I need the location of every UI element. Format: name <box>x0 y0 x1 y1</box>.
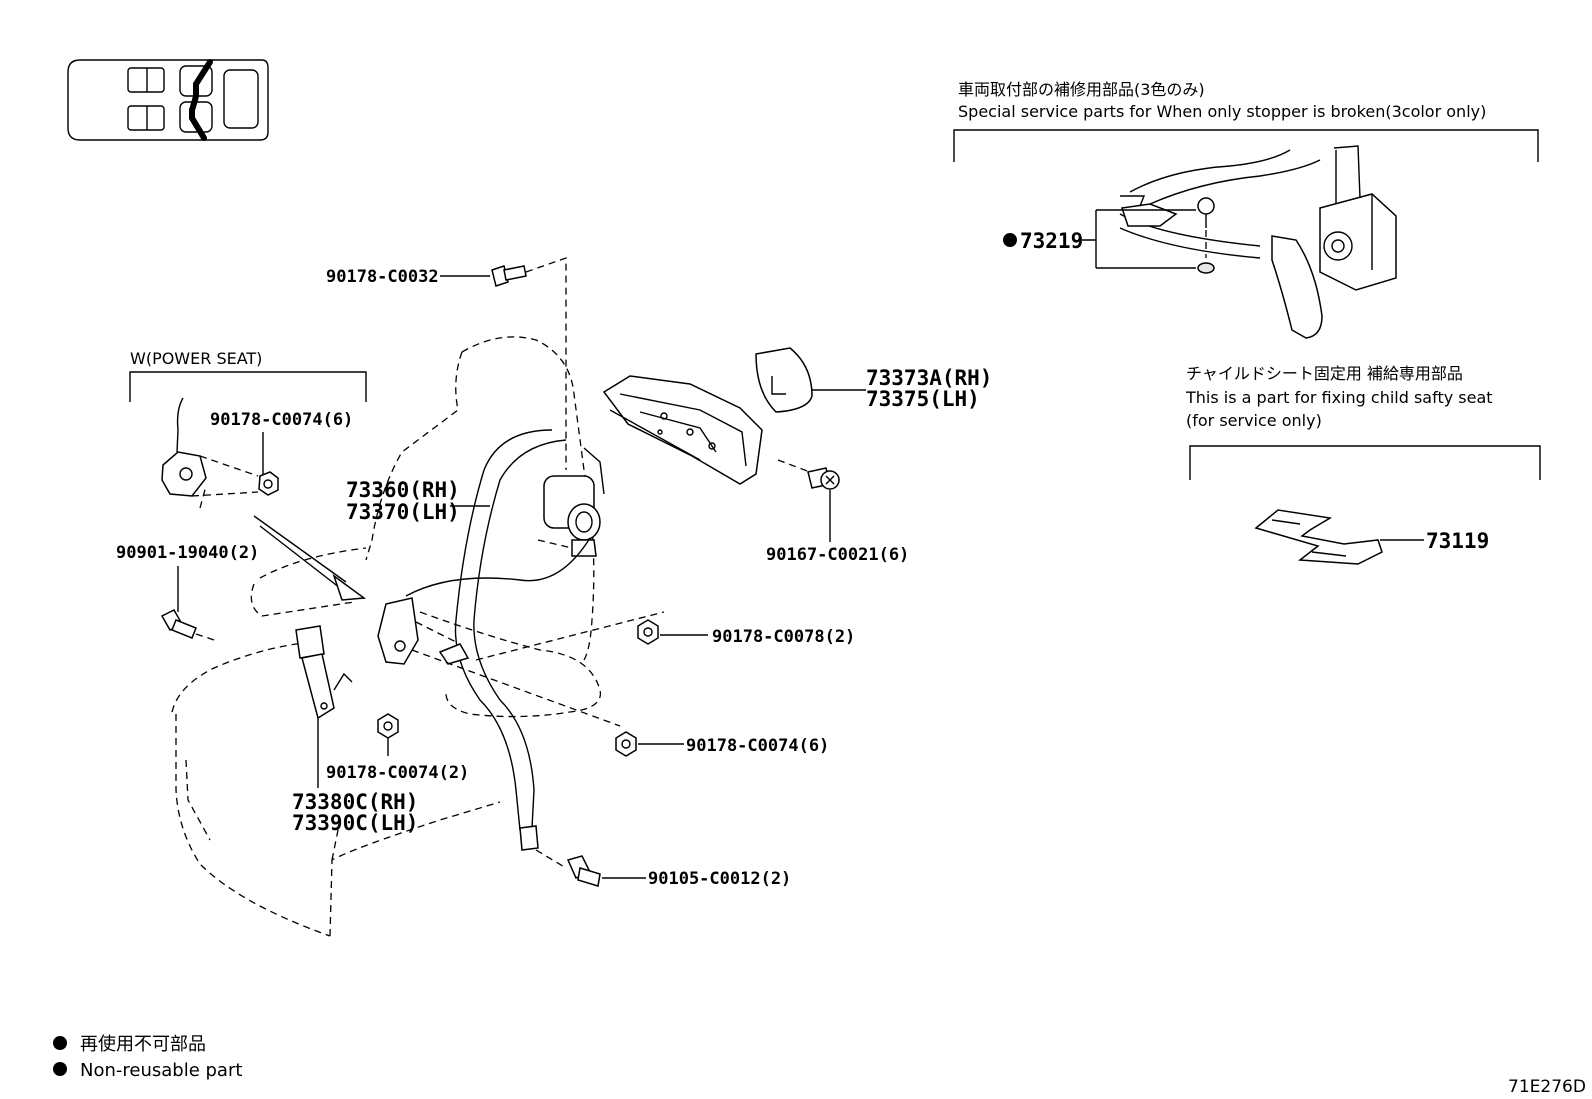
nut-90178-c0074-6b: 90178-C0074(6) <box>615 731 829 757</box>
buckle-73380c-73390c: 73380C(RH) 73390C(LH) <box>292 625 418 835</box>
child-seat-service-section: チャイルドシート固定用 補給専用部品 This is a part for fi… <box>1185 364 1541 565</box>
seat-outline <box>171 336 602 937</box>
label-73390c: 73390C(LH) <box>292 811 418 835</box>
label-90178-c0074-6b: 90178-C0074(6) <box>686 736 829 756</box>
stopper-service-section: 車両取付部の補修用部品(3色のみ) Special service parts … <box>953 80 1539 339</box>
nut-90178-c0074-2: 90178-C0074(2) <box>326 713 469 783</box>
label-73370: 73370(LH) <box>346 500 460 524</box>
bolt-90105-c0012: 90105-C0012(2) <box>519 825 791 889</box>
label-90105: 90105-C0012(2) <box>648 869 791 889</box>
vehicle-locator-icon <box>67 59 269 141</box>
child-title-jp: チャイルドシート固定用 補給専用部品 <box>1186 364 1463 383</box>
label-90178-c0032: 90178-C0032 <box>326 267 439 287</box>
label-73219: 73219 <box>1020 229 1083 253</box>
cover-73373a-73375: 73373A(RH) 73375(LH) <box>755 347 992 413</box>
legend-bullet-en <box>53 1062 67 1076</box>
child-title-en2: (for service only) <box>1186 411 1322 430</box>
stopper-title-en: Special service parts for When only stop… <box>958 102 1486 121</box>
label-90178-c0074-2: 90178-C0074(2) <box>326 763 469 783</box>
nut-90178-c0078: 90178-C0078(2) <box>637 619 855 647</box>
label-73373a: 73373A(RH) <box>866 366 992 390</box>
label-90167: 90167-C0021(6) <box>766 545 909 565</box>
bolt-90178-c0032: 90178-C0032 <box>326 257 567 470</box>
seat-belt-assembly-73360-73370: 73360(RH) 73370(LH) <box>253 429 665 831</box>
child-title-en1: This is a part for fixing child safty se… <box>1185 388 1493 407</box>
legend: 再使用不可部品 Non-reusable part <box>53 1034 242 1081</box>
label-90178-c0078: 90178-C0078(2) <box>712 627 855 647</box>
legend-en: Non-reusable part <box>80 1060 242 1081</box>
nut-90178-c0074-6a <box>258 471 279 496</box>
label-90178-c0074-6a: 90178-C0074(6) <box>210 410 353 430</box>
diagram-code: 71E276D <box>1508 1077 1586 1097</box>
screw-90167-c0021: 90167-C0021(6) <box>766 467 909 565</box>
bolt-90901-19040: 90901-19040(2) <box>116 543 259 641</box>
label-90901: 90901-19040(2) <box>116 543 259 563</box>
stopper-title-jp: 車両取付部の補修用部品(3色のみ) <box>958 80 1205 99</box>
label-73380c: 73380C(RH) <box>292 790 418 814</box>
label-73375: 73375(LH) <box>866 387 980 411</box>
legend-jp: 再使用不可部品 <box>80 1034 206 1055</box>
legend-bullet-jp <box>53 1036 67 1050</box>
power-seat-label: W(POWER SEAT) <box>130 349 262 368</box>
label-73119: 73119 <box>1426 529 1489 553</box>
non-reusable-bullet-73219 <box>1003 233 1017 247</box>
power-seat-section: W(POWER SEAT) 90178-C0074(6) <box>129 349 367 509</box>
label-73360: 73360(RH) <box>346 478 460 502</box>
